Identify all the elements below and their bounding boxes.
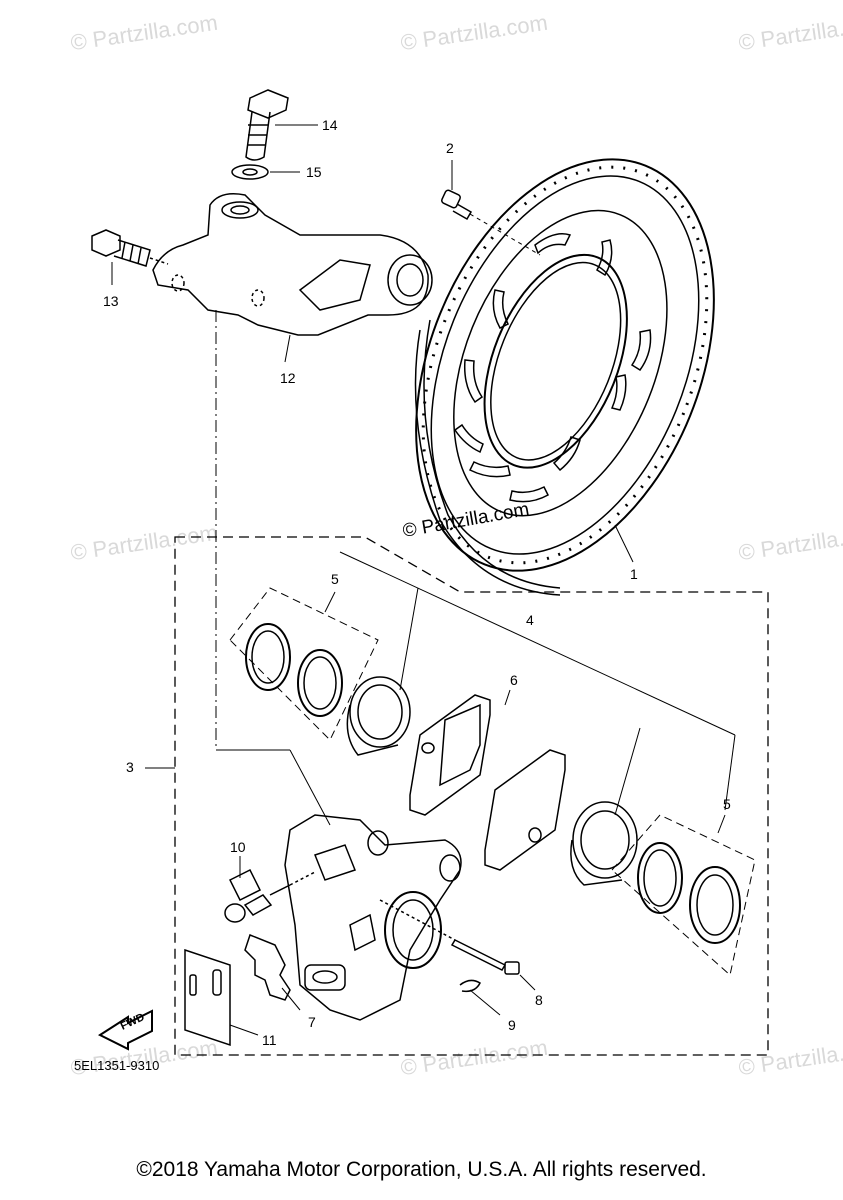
bleed-screw — [224, 868, 316, 923]
mount-bolt — [91, 229, 169, 267]
callout-5-left: 5 — [331, 571, 339, 587]
callout-8: 8 — [535, 992, 543, 1008]
callout-13: 13 — [103, 293, 119, 309]
brake-disc — [415, 158, 715, 572]
callout-4: 4 — [526, 612, 534, 628]
pad-pin — [379, 899, 520, 993]
callout-5-right: 5 — [723, 796, 731, 812]
part-code: 5EL1351-9310 — [74, 1058, 160, 1073]
caliper-bracket — [152, 193, 433, 336]
copyright-notice: ©2018 Yamaha Motor Corporation, U.S.A. A… — [136, 1158, 707, 1181]
shim-plate — [184, 948, 231, 1047]
piston-right — [570, 801, 638, 886]
callout-10: 10 — [230, 839, 246, 855]
caliper-body — [284, 814, 462, 1021]
brake-pad-set — [409, 694, 566, 871]
piston-left — [346, 676, 411, 756]
pad-spring — [244, 934, 291, 1001]
bracket-bolt — [231, 89, 289, 180]
seal-set-right — [611, 814, 756, 976]
callout-1: 1 — [630, 566, 638, 582]
callout-7: 7 — [308, 1014, 316, 1030]
callout-2: 2 — [446, 140, 454, 156]
callout-14: 14 — [322, 117, 338, 133]
callout-9: 9 — [508, 1017, 516, 1033]
disc-bolt — [441, 189, 541, 256]
seal-set-left — [229, 587, 379, 741]
callout-12: 12 — [280, 370, 296, 386]
disc-slots — [453, 233, 652, 503]
fwd-arrow — [97, 1009, 153, 1051]
callout-15: 15 — [306, 164, 322, 180]
callout-6: 6 — [510, 672, 518, 688]
callout-3: 3 — [126, 759, 134, 775]
callout-11: 11 — [262, 1032, 277, 1048]
